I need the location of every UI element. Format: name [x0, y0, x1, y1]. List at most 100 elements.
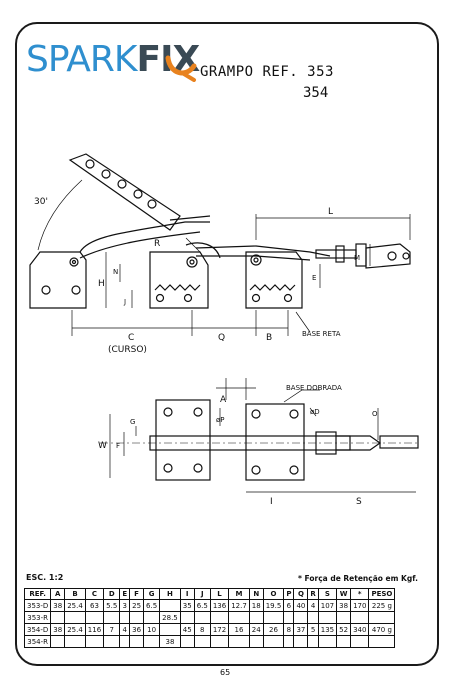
- table-cell: 38: [159, 635, 181, 648]
- table-cell: [119, 611, 131, 624]
- table-header-cell: J: [193, 588, 211, 600]
- scale-label: ESC. 1:2: [26, 573, 64, 582]
- label-base-dobrada: BASE DOBRADA: [286, 384, 342, 392]
- table-cell: 6.5: [143, 599, 161, 612]
- document-title: GRAMPO REF. 353: [200, 64, 334, 80]
- table-cell: [317, 635, 338, 648]
- table-cell: [50, 635, 66, 648]
- label-N: N: [113, 268, 118, 276]
- table-cell: [368, 635, 396, 648]
- table-cell: 353-R: [23, 611, 52, 624]
- table-cell: 18: [248, 599, 264, 612]
- force-note: * Força de Retenção em Kgf.: [298, 574, 418, 583]
- table-cell: [179, 635, 195, 648]
- table-header-cell: REF.: [23, 588, 52, 600]
- table-cell: 135: [317, 623, 338, 636]
- label-L: L: [328, 207, 333, 217]
- label-H: H: [98, 279, 105, 289]
- table-cell: 470 g: [368, 623, 396, 636]
- table-cell: [293, 635, 309, 648]
- table-cell: 172: [209, 623, 230, 636]
- table-cell: 7: [103, 623, 121, 636]
- table-cell: 6.5: [193, 599, 211, 612]
- table-cell: 12.7: [228, 599, 250, 612]
- table-cell: 38: [50, 599, 66, 612]
- table-cell: 26: [262, 623, 285, 636]
- logo-swoosh-icon: [165, 55, 197, 82]
- table-cell: [307, 611, 319, 624]
- table-cell: 4: [307, 599, 319, 612]
- label-O: O: [372, 410, 378, 418]
- page-number: 65: [220, 668, 231, 677]
- label-angle: 30': [34, 197, 48, 207]
- table-cell: [179, 611, 195, 624]
- table-header-cell: Q: [293, 588, 309, 600]
- label-G: G: [130, 418, 135, 426]
- table-cell: [307, 635, 319, 648]
- label-F: F: [116, 442, 120, 450]
- table-cell: 354-D: [23, 623, 52, 636]
- table-header-cell: S: [317, 588, 338, 600]
- table-cell: [129, 635, 145, 648]
- table-cell: [103, 611, 121, 624]
- table-cell: 6: [283, 599, 295, 612]
- table-cell: [283, 611, 295, 624]
- table-header-cell: B: [64, 588, 86, 600]
- table-cell: [129, 611, 145, 624]
- table-cell: 45: [179, 623, 195, 636]
- table-cell: 8: [193, 623, 211, 636]
- table-header-cell: C: [84, 588, 105, 600]
- table-cell: [84, 611, 105, 624]
- table-cell: [248, 611, 264, 624]
- table-cell: 24: [248, 623, 264, 636]
- table-cell: [350, 635, 370, 648]
- table-cell: 38: [336, 599, 352, 612]
- page-frame: [15, 22, 439, 666]
- label-R: R: [154, 239, 160, 249]
- label-S: S: [356, 497, 362, 507]
- logo-spark-text: SPARK: [26, 39, 138, 80]
- label-P: øP: [216, 416, 225, 424]
- label-J: J: [123, 298, 126, 306]
- table-cell: [336, 635, 352, 648]
- table-cell: 63: [84, 599, 105, 612]
- table-cell: [143, 635, 161, 648]
- table-cell: 107: [317, 599, 338, 612]
- table-cell: [64, 611, 86, 624]
- table-cell: 35: [179, 599, 195, 612]
- table-cell: 8: [283, 623, 295, 636]
- table-cell: 19.5: [262, 599, 285, 612]
- label-Q: Q: [218, 333, 225, 343]
- table-cell: 4: [119, 623, 131, 636]
- table-header-cell: PESO: [368, 588, 396, 600]
- table-cell: 5.5: [103, 599, 121, 612]
- table-header-cell: N: [248, 588, 264, 600]
- table-cell: 25.4: [64, 599, 86, 612]
- label-curso: (CURSO): [108, 345, 147, 355]
- table-header-cell: M: [228, 588, 250, 600]
- table-cell: 25: [129, 599, 145, 612]
- table-cell: [84, 635, 105, 648]
- table-cell: 40: [293, 599, 309, 612]
- table-cell: 136: [209, 599, 230, 612]
- table-header-cell: O: [262, 588, 285, 600]
- table-cell: 340: [350, 623, 370, 636]
- label-base-reta: BASE RETA: [302, 330, 341, 338]
- table-cell: 16: [228, 623, 250, 636]
- table-header-cell: D: [103, 588, 121, 600]
- table-cell: [103, 635, 121, 648]
- table-cell: [193, 635, 211, 648]
- table-header-cell: G: [143, 588, 161, 600]
- table-cell: 5: [307, 623, 319, 636]
- table-header-cell: H: [159, 588, 181, 600]
- table-cell: [350, 611, 370, 624]
- label-C: C: [128, 333, 134, 343]
- table-cell: 10: [143, 623, 161, 636]
